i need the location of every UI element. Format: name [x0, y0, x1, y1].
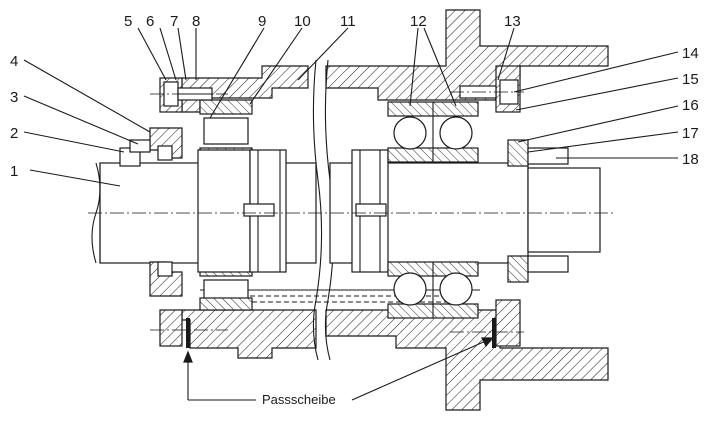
label-7: 7 [170, 13, 178, 30]
label-18: 18 [682, 151, 699, 168]
label-11: 11 [340, 13, 356, 30]
label-13: 13 [504, 13, 521, 30]
label-3: 3 [10, 89, 18, 106]
label-16: 16 [682, 97, 699, 114]
break-line-left [312, 59, 323, 361]
label-4: 4 [10, 53, 18, 70]
right-sleeve [351, 149, 389, 273]
left-cover [119, 127, 183, 297]
label-5: 5 [124, 13, 132, 30]
label-1: 1 [10, 163, 18, 180]
label-8: 8 [192, 13, 200, 30]
label-2: 2 [10, 125, 18, 142]
label-17: 17 [682, 125, 699, 142]
caption-passscheibe: Passscheibe [262, 392, 336, 407]
label-9: 9 [258, 13, 266, 30]
label-14: 14 [682, 45, 699, 62]
lock-nut [507, 139, 569, 283]
right-ball-bearings [387, 101, 479, 319]
left-bolt [163, 81, 213, 107]
label-10: 10 [294, 13, 311, 30]
label-15: 15 [682, 71, 699, 88]
label-12: 12 [410, 13, 427, 30]
label-6: 6 [146, 13, 154, 30]
left-roller-bearing [197, 99, 287, 311]
leader-lines [23, 27, 679, 401]
